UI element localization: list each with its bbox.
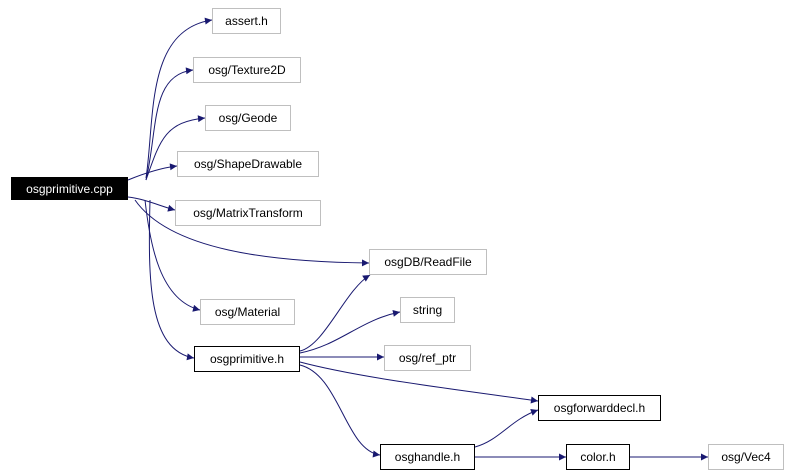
edge-root-osgprimitiveh (148, 199, 195, 361)
node-osg-material: osg/Material (200, 299, 295, 325)
edge-root-material (144, 199, 201, 312)
node-assert-h: assert.h (212, 8, 281, 34)
edge-root-geode (145, 115, 206, 181)
node-osg-shapedrawable: osg/ShapeDrawable (177, 151, 319, 177)
node-color-h[interactable]: color.h (566, 444, 630, 470)
edge-osgprimitiveh-osghandle (299, 364, 381, 458)
edge-root-matrixtransform (127, 196, 176, 212)
edge-osgprimitiveh-readfile (299, 274, 371, 352)
node-osgprimitive-cpp[interactable]: osgprimitive.cpp (11, 177, 128, 200)
edge-root-assert (145, 17, 213, 179)
node-osgdb-readfile: osgDB/ReadFile (369, 249, 487, 275)
node-osg-geode: osg/Geode (205, 105, 291, 131)
node-osghandle-h[interactable]: osghandle.h (380, 444, 475, 470)
node-osgforwarddecl-h[interactable]: osgforwarddecl.h (538, 395, 661, 421)
node-osg-ref-ptr: osg/ref_ptr (384, 345, 471, 371)
node-osg-matrixtransform: osg/MatrixTransform (175, 200, 321, 226)
edge-osgprimitiveh-forwarddecl (299, 361, 539, 404)
edge-root-texture2d (145, 67, 194, 181)
edge-root-shapedrawable (127, 163, 178, 181)
node-osg-vec4: osg/Vec4 (708, 444, 784, 470)
node-string: string (400, 297, 455, 323)
node-osg-texture2d: osg/Texture2D (193, 57, 301, 83)
edge-osgprimitiveh-string (299, 309, 401, 354)
edge-root-readfile (134, 199, 370, 267)
edge-osghandle-forwarddecl (474, 409, 539, 448)
node-osgprimitive-h[interactable]: osgprimitive.h (194, 346, 300, 372)
